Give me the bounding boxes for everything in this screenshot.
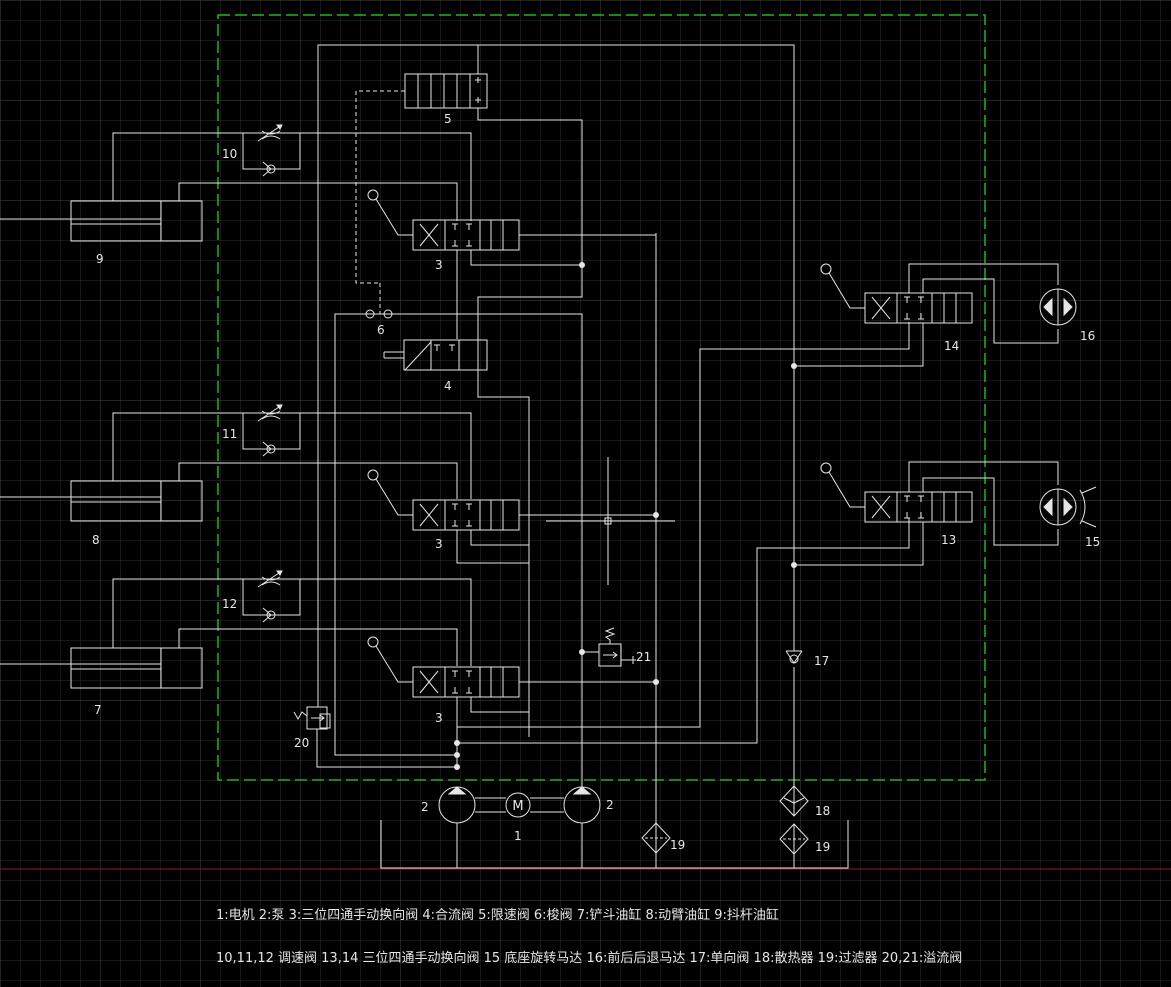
cyl9-head-line — [112, 132, 472, 221]
shuttle-left-line — [334, 313, 360, 707]
label-19a: 19 — [670, 838, 686, 852]
label-9: 9 — [96, 252, 104, 266]
label-12: 12 — [222, 597, 238, 611]
cyl7-head-line — [112, 578, 472, 666]
label-19b: 19 — [815, 840, 831, 854]
combining-valve-4 — [383, 339, 488, 371]
cyl8-rod-line — [178, 462, 458, 499]
label-1: 1 — [514, 829, 522, 843]
cylinder-8 — [0, 480, 203, 522]
electric-motor — [475, 792, 564, 818]
relief-valve-21 — [598, 627, 636, 667]
valve14-to-motor16-a — [908, 263, 1059, 293]
legend-line-1: 1:电机 2:泵 3:三位四通手动换向阀 4:合流阀 5:限速阀 6:梭阀 7:… — [216, 908, 779, 923]
motor-15 — [1039, 486, 1097, 528]
label-18: 18 — [815, 804, 831, 818]
valve13-return — [794, 522, 924, 566]
label-16: 16 — [1080, 329, 1096, 343]
valve14-return — [794, 323, 924, 367]
junction-dots — [454, 262, 797, 770]
return-line-main — [317, 44, 795, 707]
label-11: 11 — [222, 427, 238, 441]
motor-16 — [1039, 288, 1077, 326]
motor-letter: M — [512, 799, 523, 814]
label-8: 8 — [92, 533, 100, 547]
label-21: 21 — [636, 650, 652, 664]
shuttle-to-pump-line — [334, 707, 457, 756]
directional-valve-13 — [820, 462, 973, 523]
cyl8-head-line — [112, 412, 472, 499]
cylinder-7 — [0, 647, 203, 689]
label-17: 17 — [814, 654, 830, 668]
label-14: 14 — [944, 339, 960, 353]
label-10: 10 — [222, 147, 238, 161]
cyl7-rod-line — [178, 628, 458, 666]
valve5-line — [477, 108, 583, 737]
crossing-symbol — [546, 457, 675, 585]
pilot-dashed-line — [355, 90, 405, 284]
valve3-bottom-out — [470, 697, 529, 713]
label-13: 13 — [941, 533, 957, 547]
label-2b: 2 — [606, 798, 614, 812]
label-5: 5 — [444, 112, 452, 126]
legend-line-2: 10,11,12 调速阀 13,14 三位四通手动换向阀 15 底座旋转马达 1… — [216, 951, 963, 966]
label-4: 4 — [444, 379, 452, 393]
valve13-to-motor15-a — [908, 461, 1059, 492]
valve3-top-out — [470, 250, 582, 266]
valve3-mid-out — [470, 530, 529, 546]
cylinder-9 — [0, 200, 203, 242]
shuttle-valve-6 — [360, 309, 398, 319]
directional-valve-3-bottom — [367, 636, 520, 698]
valve13-to-motor15-b — [922, 477, 1059, 546]
label-3b: 3 — [435, 537, 443, 551]
label-3a: 3 — [435, 258, 443, 272]
valve14-to-motor16-b — [922, 278, 1059, 344]
cyl9-rod-line — [178, 182, 458, 221]
directional-valve-14 — [820, 263, 973, 324]
boundary-box — [217, 14, 986, 781]
label-2a: 2 — [421, 800, 429, 814]
pump-to-valve13 — [457, 518, 910, 744]
label-7: 7 — [94, 703, 102, 717]
label-3c: 3 — [435, 711, 443, 725]
label-20: 20 — [294, 736, 310, 750]
tank-outline — [380, 820, 849, 869]
relief20-line — [316, 729, 457, 768]
label-6: 6 — [377, 323, 385, 337]
label-15: 15 — [1085, 535, 1101, 549]
pump-to-valve14 — [457, 322, 910, 728]
shuttle-right-line — [398, 313, 583, 652]
valve3-mid-down — [456, 530, 529, 564]
cooler-18 — [779, 785, 809, 817]
